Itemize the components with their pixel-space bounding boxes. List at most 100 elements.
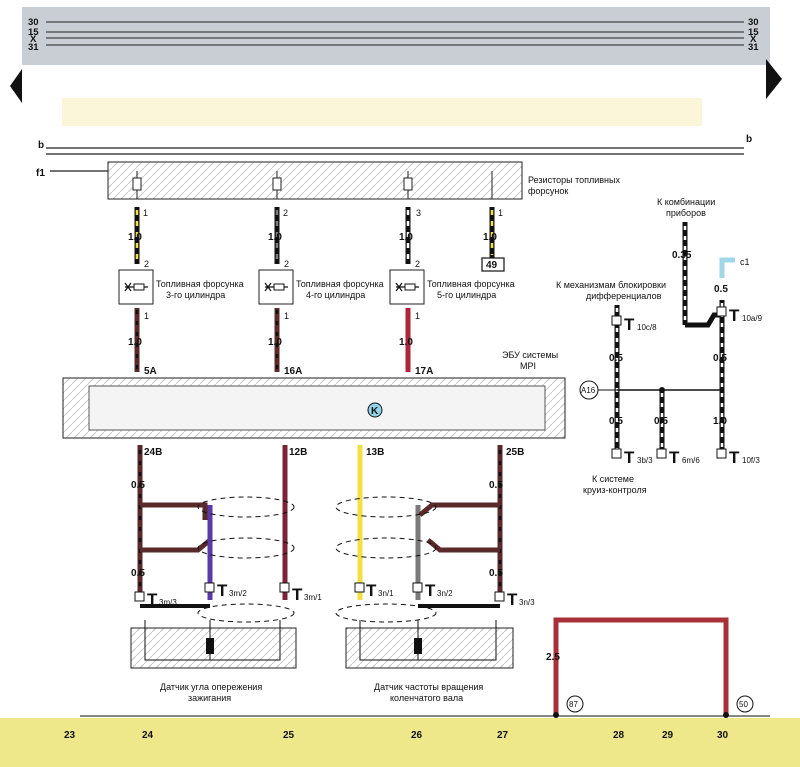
column-24: 24 <box>142 730 154 741</box>
kombi-label-1: К комбинации <box>657 197 715 207</box>
bus-label-x-right: X <box>750 34 757 45</box>
ecu-k-badge <box>367 402 383 418</box>
splice-dot <box>659 387 665 393</box>
wire-size-3: 1.0 <box>399 232 413 243</box>
column-30: 30 <box>717 730 729 741</box>
injector-5-label-1: Топливная форсунка <box>427 279 515 289</box>
t-3b3: 3b/3 <box>637 456 653 465</box>
t-3n2: 3n/2 <box>437 589 453 598</box>
wire-size-10f: 1.0 <box>713 416 727 427</box>
pin-i2-bot: 1 <box>284 311 289 321</box>
wire-size-3b: 0.5 <box>609 416 623 427</box>
pin-87-badge <box>566 695 584 713</box>
faded-background <box>62 98 702 126</box>
pin-50-badge <box>736 695 754 713</box>
t-3n2-letter: T <box>425 581 436 600</box>
column-23: 23 <box>64 730 76 741</box>
wire-size-7: 1.0 <box>399 337 413 348</box>
cruise-label-1: К системе <box>592 474 634 484</box>
diff-label-1: К механизмам блокировки <box>556 280 666 290</box>
relay-loop <box>553 617 729 713</box>
t-10f3-letter: T <box>729 448 740 467</box>
wire-25b <box>418 445 503 600</box>
wire-size-10c: 0.5 <box>609 353 623 364</box>
t-3m2: 3m/2 <box>229 589 247 598</box>
pin-r2: 2 <box>283 208 288 218</box>
resistors <box>132 171 413 199</box>
wire-size-6: 1.0 <box>268 337 282 348</box>
ecu-pin-24b: 24B <box>144 447 162 458</box>
wire-size-24b-lower: 0.5 <box>131 568 145 579</box>
wire-size-5: 1.0 <box>128 337 142 348</box>
ecu-pin-13b: 13B <box>366 447 384 458</box>
injector-cyl3 <box>118 269 154 305</box>
ecu-pin-25b: 25B <box>506 447 524 458</box>
ecu-inner <box>88 385 546 431</box>
bus-label-x: X <box>30 34 37 45</box>
prev-page-arrow-icon[interactable] <box>10 69 22 103</box>
bus-label-30-right: 30 <box>748 17 759 28</box>
injector-4-label-2: 4-го цилиндра <box>306 290 365 300</box>
ecu-pin-5a: 5A <box>144 366 157 377</box>
ignition-sensor-label-2: зажигания <box>188 693 231 703</box>
wire-size-4: 1.0 <box>483 232 497 243</box>
rail-f1-label: f1 <box>36 168 45 179</box>
pin-50: 50 <box>739 700 748 709</box>
t-3n3-letter: T <box>507 590 518 609</box>
rail-b-label: b <box>38 140 44 151</box>
pin-i2-top: 2 <box>284 259 289 269</box>
connector-49 <box>481 257 505 272</box>
t-3n1-letter: T <box>366 581 377 600</box>
column-28: 28 <box>613 730 625 741</box>
pin-r4: 1 <box>498 208 503 218</box>
wire-c1 <box>719 257 735 278</box>
resistor-block-label-1: Резисторы топливных <box>528 175 620 185</box>
resistor-block-label-2: форсунок <box>528 186 568 196</box>
t-10f3: 10f/3 <box>742 456 760 465</box>
t-3m3: 3m/3 <box>159 598 177 607</box>
ecu-pin-17a: 17A <box>415 366 433 377</box>
bus-label-30: 30 <box>28 17 39 28</box>
injector-cyl4 <box>258 269 294 305</box>
injector-3-label-2: 3-го цилиндра <box>166 290 225 300</box>
relay-size: 2.5 <box>546 652 560 663</box>
next-page-arrow-icon[interactable] <box>766 59 782 99</box>
c1-label: c1 <box>740 257 750 267</box>
pin-i3-bot: 1 <box>415 311 420 321</box>
bus-label-15: 15 <box>28 27 39 38</box>
t-3b3-letter: T <box>624 448 635 467</box>
resistor-block <box>107 161 523 200</box>
injector-cyl5 <box>389 269 425 305</box>
ignition-sensor-label-1: Датчик угла опережения <box>160 682 262 692</box>
ecu-label-2: MPI <box>520 361 536 371</box>
pin-i3-top: 2 <box>415 259 420 269</box>
bus-label-31-right: 31 <box>748 42 759 53</box>
relay-dot-left <box>553 712 559 718</box>
lock-icons-right <box>611 306 727 459</box>
bus-lines <box>46 21 744 46</box>
diff-label-2: дифференциалов <box>586 291 662 301</box>
wire-size-2: 1.0 <box>268 232 282 243</box>
injector-5-label-2: 5-го цилиндра <box>437 290 496 300</box>
ignition-sensor-element <box>206 638 214 654</box>
pin-r3: 3 <box>416 208 421 218</box>
wire-24b <box>137 445 212 600</box>
kombi-label-2: приборов <box>666 208 706 218</box>
crank-sensor-label-2: коленчатого вала <box>390 693 463 703</box>
wire-size-10a: 0.5 <box>713 353 727 364</box>
pin-i1-top: 2 <box>144 259 149 269</box>
bus-label-15-right: 15 <box>748 27 759 38</box>
pin-i1-bot: 1 <box>144 311 149 321</box>
t-10a9-letter: T <box>729 306 740 325</box>
column-25: 25 <box>283 730 295 741</box>
t-3m1: 3m/1 <box>304 593 322 602</box>
wire-size-c1: 0.5 <box>714 284 728 295</box>
pin-r1: 1 <box>143 208 148 218</box>
ecu-label-1: ЭБУ системы <box>502 350 558 360</box>
wire-size-25b: 0.5 <box>489 480 503 491</box>
lock-icons <box>134 582 505 602</box>
relay-dot-right <box>723 712 729 718</box>
t-3m1-letter: T <box>292 585 303 604</box>
